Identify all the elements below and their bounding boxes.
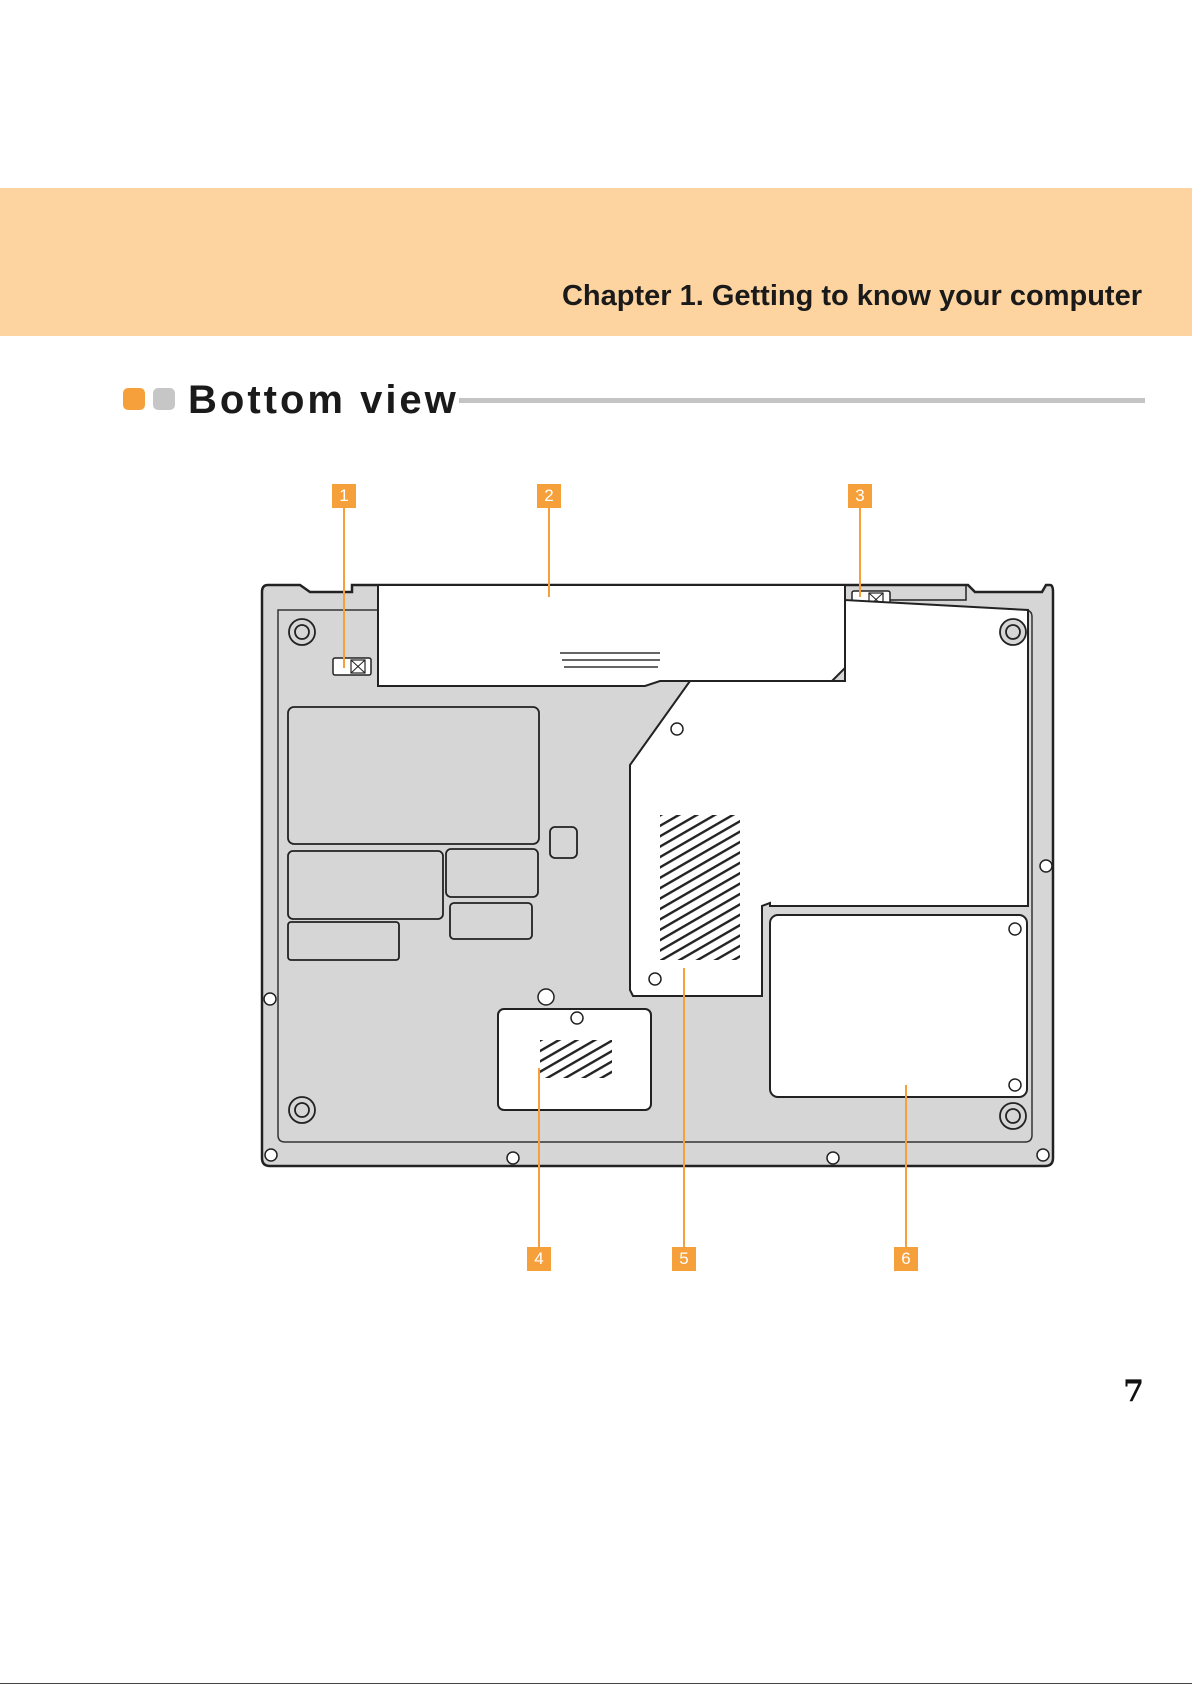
laptop-bottom-view-illustration <box>0 0 1192 1300</box>
wireless-card-compartment <box>498 1009 651 1110</box>
callout-4: 4 <box>527 1247 551 1271</box>
callout-3: 3 <box>848 484 872 508</box>
callout-3-label: 3 <box>848 484 872 508</box>
page-number: 7 <box>1123 1374 1144 1409</box>
callout-1: 1 <box>332 484 356 508</box>
callout-2-label: 2 <box>537 484 561 508</box>
callout-1-label: 1 <box>332 484 356 508</box>
battery-latch-manual <box>333 658 371 675</box>
callout-4-label: 4 <box>527 1247 551 1271</box>
callout-6: 6 <box>894 1247 918 1271</box>
callout-5: 5 <box>672 1247 696 1271</box>
callout-2: 2 <box>537 484 561 508</box>
footer-divider <box>0 1683 1192 1684</box>
hard-disk-compartment <box>770 915 1027 1097</box>
callout-6-label: 6 <box>894 1247 918 1271</box>
callout-5-label: 5 <box>672 1247 696 1271</box>
